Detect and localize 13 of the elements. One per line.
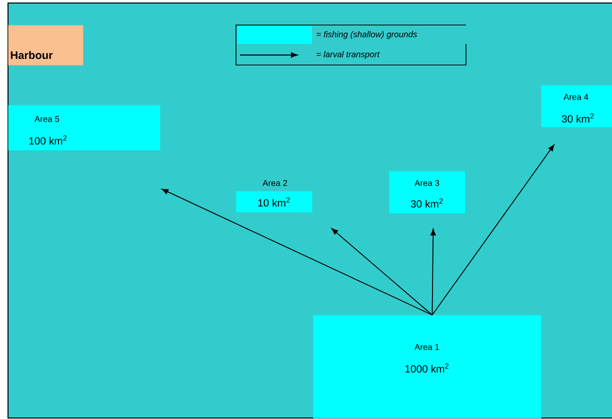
legend-text: = larval transport xyxy=(316,51,380,59)
harbour-box: Harbour xyxy=(8,25,84,66)
arrow xyxy=(430,228,436,316)
arrow xyxy=(331,228,433,316)
area-box: Area 1 1000 km$^{2}$ xyxy=(313,315,542,418)
arrow xyxy=(162,188,433,316)
node-label: Area 2 xyxy=(262,180,288,186)
area-box: Area 2 10 km$^{2}$ xyxy=(236,180,312,212)
area-box: Area 4 30 km$^{2}$ xyxy=(541,85,612,128)
legend-text: = fishing (shallow) grounds xyxy=(316,31,417,39)
area-box: Area 3 30 km$^{2}$ xyxy=(389,171,466,214)
arrow xyxy=(432,144,554,316)
area-box: Area 5 100 km$^{2}$ xyxy=(8,105,160,150)
